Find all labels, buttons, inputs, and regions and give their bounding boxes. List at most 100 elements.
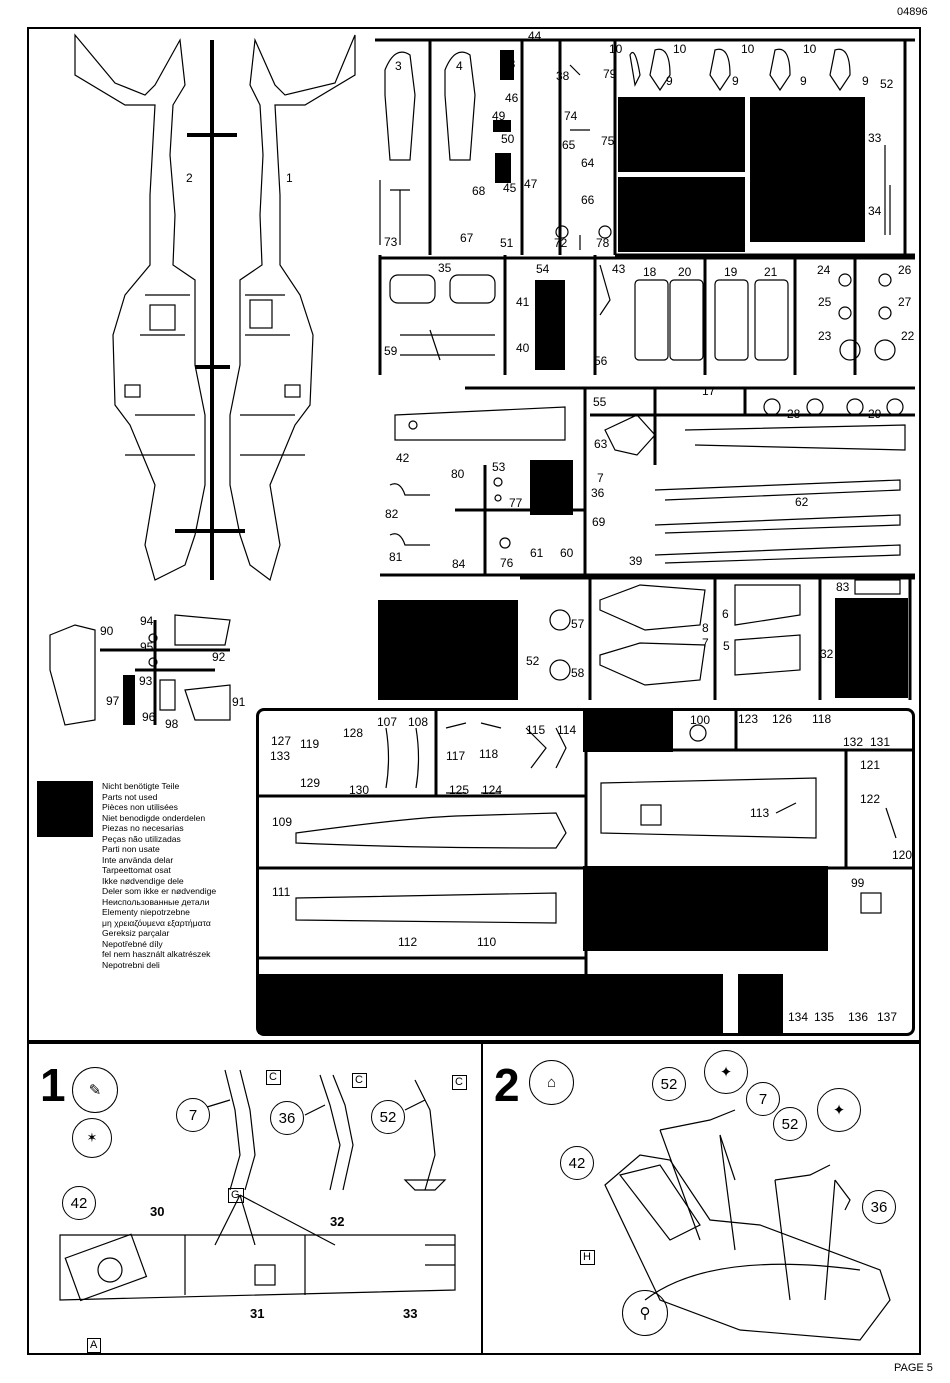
step1-part-callout: 7: [176, 1098, 210, 1132]
part-label: 38: [556, 69, 570, 83]
legend-line: Parts not used: [102, 791, 158, 802]
legend-line: Deler som ikke er nødvendige: [102, 886, 217, 896]
part-label: 76: [500, 556, 514, 570]
sprue-fin-frame: [520, 576, 915, 700]
part-label: 84: [452, 557, 466, 571]
step1-part-label: 33: [403, 1306, 418, 1321]
step1-part-callout: 52: [371, 1100, 405, 1134]
legend-line: Piezas no necesarias: [102, 823, 184, 833]
part-label: 45: [503, 181, 517, 195]
step-1-number: 1: [40, 1059, 66, 1111]
part-label: 78: [596, 236, 610, 250]
part-label: 39: [629, 554, 643, 568]
part-label: 96: [142, 710, 156, 724]
page-number: PAGE 5: [894, 1362, 933, 1374]
legend-line: Elementy niepotrzebne: [102, 907, 190, 917]
clear-sprue-frame: [256, 708, 915, 1036]
part-label: 77: [509, 496, 523, 510]
part-label: 99: [851, 876, 865, 890]
part-label: 64: [581, 156, 595, 170]
part-label: 130: [349, 783, 370, 797]
step2-part-callout: 42: [560, 1146, 594, 1180]
part-label: 129: [300, 776, 321, 790]
paint-brush-icon: ✎: [72, 1067, 118, 1113]
part-label: 61: [530, 546, 544, 560]
part-label: 33: [868, 131, 882, 145]
part-label: 19: [724, 265, 738, 279]
part-label: 49: [492, 109, 506, 123]
part-label: 122: [860, 792, 881, 806]
part-label: 80: [451, 467, 465, 481]
part-label: 110: [477, 935, 497, 949]
part-label: 137: [877, 1010, 898, 1024]
part-label: 21: [764, 265, 778, 279]
part-label: 32: [820, 647, 834, 661]
part-label: 112: [398, 935, 418, 949]
glue-tube-icon: ⌂: [529, 1060, 574, 1105]
part-label: 65: [562, 138, 576, 152]
part-label: 53: [492, 460, 506, 474]
part-label: 35: [438, 261, 452, 275]
part-label: 10: [673, 42, 687, 56]
part-label: 118: [479, 747, 499, 761]
part-label: 115: [526, 723, 546, 737]
part-label: 72: [554, 236, 568, 250]
part-label: 27: [898, 295, 912, 309]
part-label: 100: [690, 713, 711, 727]
step2-drawing: [604, 1109, 891, 1341]
legend-line: Pièces non utilisées: [102, 802, 178, 812]
clear-sprue-drawing: [259, 711, 915, 1036]
part-label: 95: [140, 640, 154, 654]
sprue-b-frame: [613, 38, 915, 257]
step1-part-label: 32: [330, 1214, 345, 1229]
part-label: 123: [738, 712, 759, 726]
legend-line: Parti non usate: [102, 844, 160, 854]
scratch-surface-icon: ✦: [817, 1088, 861, 1132]
part-label: 10: [741, 42, 755, 56]
part-label: 51: [500, 236, 514, 250]
legend-line: Nepotrebni deli: [102, 959, 160, 970]
part-label: 75: [601, 134, 615, 148]
legend-line: μη χρειαζόυμενα εξαρτήματα: [102, 917, 211, 928]
part-label: 25: [818, 295, 832, 309]
part-label: 20: [678, 265, 692, 279]
part-label: 50: [501, 132, 515, 146]
legend-line: Неиспользованные детали: [102, 896, 210, 907]
step-2-number: 2: [494, 1059, 520, 1111]
part-label: 52: [880, 77, 894, 91]
part-label: 9: [862, 74, 869, 88]
part-label: 81: [389, 550, 403, 564]
part-label: 91: [232, 695, 246, 709]
step2-part-callout: 52: [773, 1107, 807, 1141]
step2-part-callout: 36: [862, 1190, 896, 1224]
part-label: 121: [860, 758, 881, 772]
unused-block: [583, 866, 828, 951]
part-label: 24: [817, 263, 831, 277]
part-label: 67: [460, 231, 474, 245]
part-label: 132: [843, 735, 864, 749]
part-label: 90: [100, 624, 114, 638]
unused-block: [583, 710, 673, 752]
part-label: 7: [702, 636, 709, 650]
part-label: 135: [814, 1010, 835, 1024]
part-label: 40: [516, 341, 530, 355]
part-label: 114: [557, 723, 577, 737]
part-label: 29: [868, 407, 882, 421]
fuselage-halves-drawing: [74, 33, 356, 582]
part-label: 5: [723, 639, 730, 653]
legend-line: Gereksiz parçalar: [102, 928, 170, 938]
sprue-a-frame: [375, 38, 615, 255]
part-label: 58: [571, 666, 585, 680]
part-label: 2: [186, 171, 193, 185]
part-label: 3: [395, 59, 402, 73]
steps-divider: [481, 1042, 483, 1355]
part-label: 8: [702, 621, 709, 635]
part-label: 113: [750, 806, 770, 820]
color-flag: A: [87, 1338, 102, 1353]
glue-icon: ✶: [72, 1118, 112, 1158]
part-label: 124: [482, 783, 503, 797]
part-label: 4: [456, 59, 463, 73]
step1-part-label: 31: [250, 1306, 265, 1321]
part-label: 17: [702, 384, 716, 398]
legend-list: Nicht benötigte Teile Parts not used Piè…: [102, 781, 216, 970]
